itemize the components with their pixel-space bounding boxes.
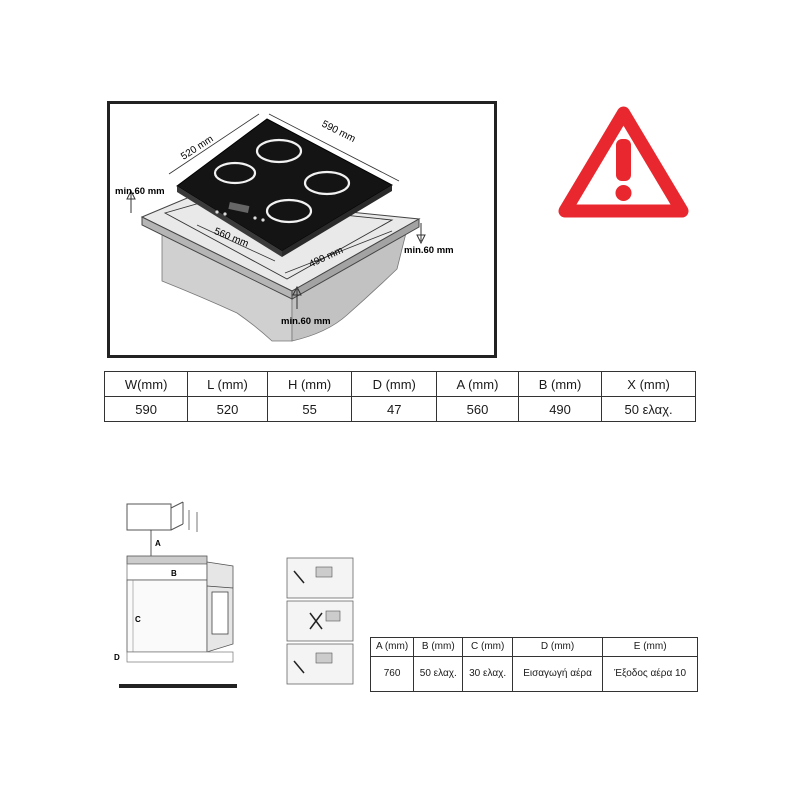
table-header-cell: L (mm): [187, 371, 268, 397]
oven-label-c: C: [135, 615, 141, 624]
table-cell: 520: [187, 396, 268, 422]
table-cell: 50 ελαχ.: [413, 656, 464, 692]
table-cell: 50 ελαχ.: [601, 396, 696, 422]
oven-label-d: D: [114, 653, 120, 662]
table-cell: Έξοδος αέρα 10: [602, 656, 698, 692]
table-row: 760 50 ελαχ. 30 ελαχ. Εισαγωγή αέρα Έξοδ…: [369, 656, 698, 692]
table-header-cell: E (mm): [602, 637, 698, 657]
table-header-cell: W(mm): [103, 371, 189, 397]
table-cell: Εισαγωγή αέρα: [511, 656, 604, 692]
min-right-label: min.60 mm: [404, 245, 454, 256]
oven-dimensions-table: A (mm) B (mm) C (mm) D (mm) E (mm) 760 5…: [369, 637, 698, 692]
table-header-cell: C (mm): [462, 637, 513, 657]
oven-label-b: B: [171, 569, 177, 578]
table-cell: 30 ελαχ.: [462, 656, 513, 692]
min-left-label: min.60 mm: [115, 186, 165, 197]
table-cell: 55: [266, 396, 353, 422]
table-cell: 490: [517, 396, 603, 422]
warning-icon: [558, 106, 689, 218]
table-header-cell: B (mm): [413, 637, 464, 657]
table-header-row: W(mm) L (mm) H (mm) D (mm) A (mm) B (mm)…: [103, 371, 696, 397]
table-cell: 47: [351, 396, 438, 422]
table-row: 590 520 55 47 560 490 50 ελαχ.: [103, 396, 696, 422]
table-cell: 560: [436, 396, 519, 422]
ventilation-diagram: [286, 557, 354, 685]
table-header-cell: X (mm): [601, 371, 696, 397]
table-cell: 760: [369, 656, 415, 692]
table-header-cell: D (mm): [511, 637, 604, 657]
table-header-cell: A (mm): [436, 371, 519, 397]
oven-label-a: A: [155, 539, 161, 548]
table-header-cell: A (mm): [369, 637, 415, 657]
table-header-cell: H (mm): [266, 371, 353, 397]
table-header-row: A (mm) B (mm) C (mm) D (mm) E (mm): [369, 637, 698, 657]
hob-dimensions-table: W(mm) L (mm) H (mm) D (mm) A (mm) B (mm)…: [103, 371, 696, 422]
min-bottom-label: min.60 mm: [281, 316, 331, 327]
table-header-cell: B (mm): [517, 371, 603, 397]
table-header-cell: D (mm): [351, 371, 438, 397]
table-cell: 590: [103, 396, 189, 422]
oven-installation-diagram: A B E C D: [114, 501, 237, 688]
hob-installation-diagram: 520 mm 590 mm 560 mm 490 mm min.60 mm mi…: [107, 101, 497, 358]
